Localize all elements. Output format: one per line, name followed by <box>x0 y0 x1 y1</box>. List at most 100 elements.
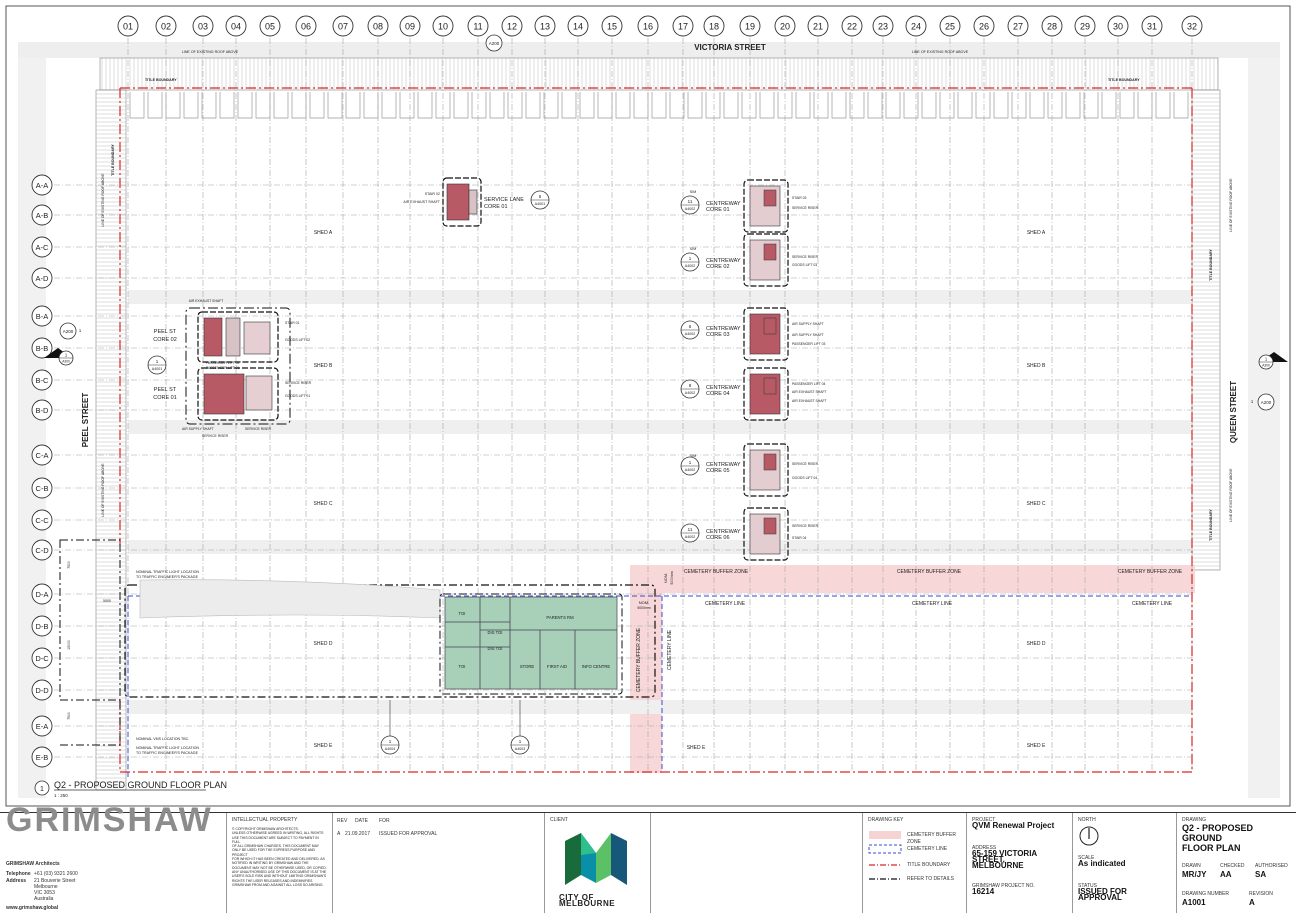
plan-label: 15000 <box>67 640 71 650</box>
marker-number: 8 <box>689 383 692 388</box>
ip-line: USE THIS DOCUMENT ARE SUBJECT TO PAYMENT… <box>232 835 319 844</box>
grid-row-bubble: C-A <box>31 444 53 466</box>
grid-column-bubble: 02 <box>155 15 177 37</box>
grid-column-bubble: 26 <box>973 15 995 37</box>
grid-row-bubble: C-D <box>31 539 53 561</box>
plan-label: SIM <box>690 454 696 458</box>
elevation-marker-west[interactable]: A200 <box>59 322 77 340</box>
ip-line: USER'S SOLE RISK AND WITHOUT LIMITING GR… <box>232 874 327 879</box>
drawing-key-label: DRAWING KEY <box>868 817 904 823</box>
grid-column-bubble: 13 <box>534 15 556 37</box>
plan-label: CEMETERY BUFFER ZONE <box>1118 569 1183 575</box>
drawing-number-label: DRAWING NUMBER <box>1182 891 1230 897</box>
grid-column-bubble: 18 <box>703 15 725 37</box>
grid-column-label: 04 <box>231 22 241 32</box>
grid-column-bubble: 19 <box>739 15 761 37</box>
plan-label: GOODS LIFT 02 <box>285 338 310 342</box>
plan-label: AIR EXHAUST SHAFT <box>792 390 827 394</box>
grid-column-bubble: 17 <box>672 15 694 37</box>
section-ref: A300 <box>62 360 70 364</box>
marker-number: 1 <box>1251 399 1254 404</box>
revision-panel: REV DATE FOR A 21.09.2017 ISSUED FOR APP… <box>332 813 544 913</box>
plan-label: STAIR 01 <box>285 321 300 325</box>
grid-column-label: 15 <box>607 22 617 32</box>
centreway-core-label: CENTREWAY <box>706 385 741 391</box>
plan-label: TITLE BOUNDARY <box>1108 78 1140 82</box>
grid-column-label: 14 <box>573 22 583 32</box>
grid-column-bubble: 16 <box>637 15 659 37</box>
plan-label: SHED A <box>314 230 333 236</box>
city-of-melbourne-logo <box>565 833 627 885</box>
plan-label: CEMETERY LINE <box>1132 601 1173 607</box>
marker-ref: A4001 <box>535 202 545 206</box>
plan-label: SERVICE RISER <box>792 524 819 528</box>
client-label: CLIENT <box>550 817 568 823</box>
grid-row-label: D-B <box>36 622 49 631</box>
drawing-info-panel: DRAWING Q2 - PROPOSED GROUND FLOOR PLAN … <box>1176 813 1296 913</box>
grid-row-bubble: A-B <box>31 204 53 226</box>
plan-label: LINE OF EXISTING ROOF ABOVE <box>101 173 105 227</box>
plan-label: 5000mm <box>670 571 674 584</box>
plan-label: CEMETERY LINE <box>667 629 673 670</box>
grid-column-label: 17 <box>678 22 688 32</box>
plan-label: CORE 01 <box>484 204 508 210</box>
grid-column-bubble: 08 <box>367 15 389 37</box>
drawing-title-2: FLOOR PLAN <box>1182 843 1241 853</box>
grid-column-label: 22 <box>847 22 857 32</box>
grid-column-bubble: 28 <box>1041 15 1063 37</box>
peel-core-02 <box>197 311 279 363</box>
grid-column-label: 09 <box>405 22 415 32</box>
site-address-1: 65-159 VICTORIA STREET, <box>972 849 1037 864</box>
plan-label: 7500 <box>67 561 71 569</box>
plan-label: LINE OF EXISTING ROOF ABOVE <box>182 50 239 54</box>
centreway-core-label: CORE 02 <box>706 264 730 270</box>
ip-line: NOTIFIED IN WRITING BY GRIMSHAW AND THE <box>232 861 309 866</box>
grid-column-label: 21 <box>813 22 823 32</box>
plan-label: SHED E <box>314 743 333 749</box>
elevation-marker-north[interactable]: A200 <box>485 34 503 52</box>
plan-label: PEEL ST <box>154 329 177 335</box>
grid-column-bubble: 27 <box>1007 15 1029 37</box>
marker-number: 1 <box>689 460 692 465</box>
elevation-marker-east[interactable]: A200 <box>1257 393 1275 411</box>
plan-label: 5000 <box>103 599 111 603</box>
centreway-core-label: CENTREWAY <box>706 326 741 332</box>
ip-line: RIGHTS THE USER RELEASES AND INDEMNIFIES <box>232 878 313 883</box>
marker-ref: A4002 <box>685 391 695 395</box>
centreway-core-label: CENTREWAY <box>706 258 741 264</box>
ip-line: UNLESS OTHERWISE AGREED IN WRITING, ALL … <box>232 831 324 836</box>
telephone-label: Telephone <box>6 871 31 877</box>
title-block: GRIMSHAW GRIMSHAW Architects Telephone +… <box>0 803 1296 913</box>
grid-column-bubble: 01 <box>117 15 139 37</box>
elevation-ref: A200 <box>1261 400 1272 405</box>
plan-label: CORE 02 <box>153 337 177 343</box>
ip-line: OF ALL GRIMSHAW CHARGES. THIS DOCUMENT M… <box>232 844 319 849</box>
checked-label: CHECKED <box>1220 863 1245 869</box>
plan-label: SERVICE LANE <box>484 197 524 203</box>
shed-d-enclosure <box>124 584 656 698</box>
plan-label: SHED D <box>314 641 333 647</box>
plan-label: SERVICE RISER <box>792 206 819 210</box>
plan-label: NOMINAL VMS LOCATION TBC. <box>136 737 189 741</box>
grid-column-label: 07 <box>338 22 348 32</box>
address-label: Address <box>6 878 27 884</box>
room-label: STORE <box>520 664 535 669</box>
grid-column-label: 31 <box>1147 22 1157 32</box>
plan-label: SERVICE RISER <box>792 255 819 259</box>
plan-label: 5000mm <box>637 606 650 610</box>
plan-label: CORE 01 <box>153 395 177 401</box>
plan-label: SHED C <box>1027 501 1046 507</box>
plan-label: GOODS LIFT 03 <box>792 263 817 267</box>
